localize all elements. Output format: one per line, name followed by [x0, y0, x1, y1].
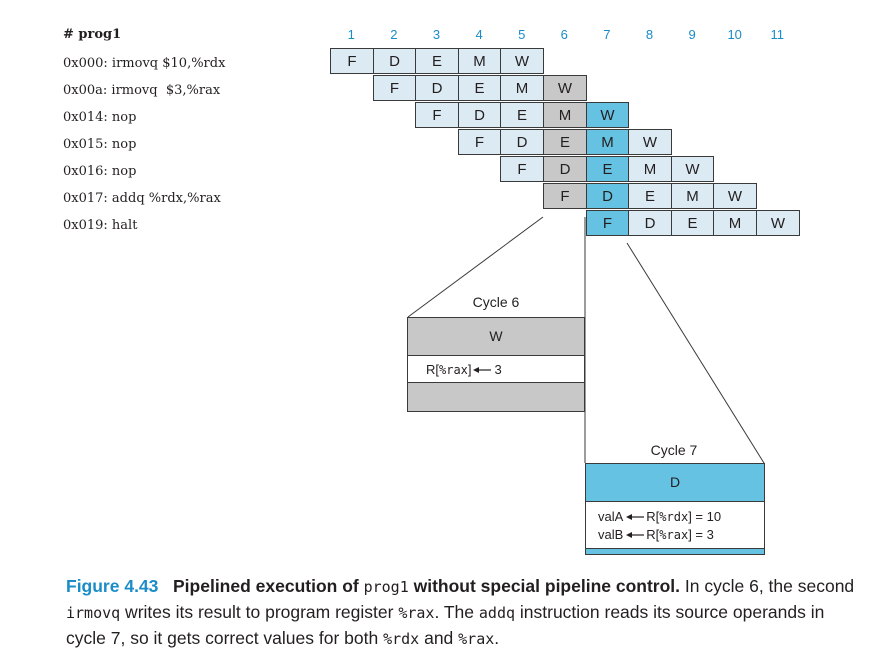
cycle-number: 11 [770, 27, 785, 42]
stage-cell: M [671, 183, 714, 209]
valb-label: valB [598, 527, 624, 543]
stage-cell: E [543, 129, 587, 155]
stage-cell: M [713, 210, 757, 236]
code-line: 0x017: addq %rdx,%rax [63, 191, 221, 206]
caption-bold-post: without special pipeline control. [408, 576, 681, 596]
cycle-number: 4 [475, 27, 483, 42]
figure-caption: Figure 4.43 Pipelined execution of prog1… [66, 574, 856, 652]
stage-cell: D [543, 156, 587, 182]
cycle-number: 9 [688, 27, 696, 42]
caption-bold-pre: Pipelined execution of [173, 576, 364, 596]
stage-cell: E [671, 210, 714, 236]
left-arrow-icon [472, 357, 491, 385]
cycle7-valb-line: valB R[%rax] = 3 [598, 526, 764, 544]
caption-text: In cycle 6, the second [680, 576, 855, 596]
cycle-number: 2 [390, 27, 398, 42]
stage-cell: E [415, 48, 459, 74]
cycle6-reg-post: ] [467, 362, 472, 377]
left-arrow-icon [626, 527, 645, 544]
code-line: 0x00a: irmovq $3,%rax [63, 83, 221, 98]
stage-cell: W [756, 210, 800, 236]
stage-cell: M [586, 129, 629, 155]
code-line: 0x014: nop [63, 110, 137, 125]
stage-cell: W [628, 129, 672, 155]
cycle6-reg-value: 3 [494, 362, 502, 377]
cycle-number: 8 [645, 27, 654, 42]
cycle7-title: Cycle 7 [650, 442, 698, 458]
stage-cell: E [500, 102, 544, 128]
stage-cell: W [671, 156, 714, 182]
caption-text: . The [434, 602, 479, 622]
stage-cell: M [543, 102, 587, 128]
stage-cell: D [628, 210, 672, 236]
stage-cell: E [458, 75, 501, 101]
stage-cell: F [458, 129, 501, 155]
valb-reg-post: ] = 3 [688, 527, 714, 543]
caption-text: . [494, 628, 500, 648]
code-line: 0x015: nop [63, 137, 137, 152]
cycle6-stage: W [489, 328, 503, 344]
caption-text: writes its result to program register [120, 602, 399, 622]
cycle-number: 5 [518, 27, 526, 42]
figure-number: Figure 4.43 [66, 576, 159, 596]
cycle6-panel: W R[%rax] 3 [407, 317, 585, 412]
stage-cell: E [628, 183, 672, 209]
stage-cell: F [500, 156, 544, 182]
cycle-number: 1 [347, 27, 355, 42]
cycle6-reg-code: %rax [439, 363, 468, 377]
program-title: # prog1 [63, 27, 122, 42]
caption-text: and [419, 628, 459, 648]
code-line: 0x000: irmovq $10,%rdx [63, 56, 226, 71]
cycle-number: 3 [432, 27, 441, 42]
cycle6-title: Cycle 6 [472, 294, 520, 310]
caption-text: instruction reads its source operands in… [66, 602, 825, 648]
cycle7-stage: D [669, 474, 681, 490]
stage-cell: W [586, 102, 629, 128]
cycle6-register-write: R[%rax] 3 [408, 355, 584, 383]
vala-reg-post: ] = 10 [688, 509, 722, 524]
vala-reg-pre: R[ [646, 509, 660, 524]
valb-reg-pre: R[ [646, 527, 660, 543]
stage-cell: W [543, 75, 587, 101]
stage-cell: W [500, 48, 544, 74]
left-arrow-icon [626, 509, 645, 526]
caption-code: addq [478, 604, 516, 622]
cycle6-reg-pre: R[ [426, 362, 439, 377]
vala-reg-code: %rdx [659, 510, 689, 524]
code-line: 0x019: halt [63, 218, 138, 233]
caption-code: %rax [398, 604, 435, 622]
vala-label: valA [598, 509, 624, 524]
caption-code: irmovq [66, 604, 121, 622]
caption-code: %rdx [383, 630, 420, 648]
stage-cell: D [373, 48, 416, 74]
cycle-number: 10 [727, 27, 742, 42]
stage-cell: F [330, 48, 374, 74]
cycle-number: 7 [603, 27, 611, 42]
stage-cell: M [500, 75, 544, 101]
stage-cell: D [500, 129, 544, 155]
stage-cell: D [586, 183, 629, 209]
stage-cell: D [458, 102, 501, 128]
stage-cell: M [458, 48, 501, 74]
stage-cell: F [586, 210, 629, 236]
stage-cell: E [586, 156, 629, 182]
cycle-number: 6 [560, 27, 568, 42]
stage-cell: D [415, 75, 459, 101]
stage-cell: F [373, 75, 416, 101]
valb-reg-code: %rax [659, 528, 689, 543]
stage-cell: F [543, 183, 587, 209]
cycle7-vala-line: valA R[%rdx] = 10 [598, 508, 764, 526]
caption-code: %rax [458, 630, 495, 648]
code-line: 0x016: nop [63, 164, 137, 179]
stage-cell: F [415, 102, 459, 128]
stage-cell: W [713, 183, 757, 209]
caption-bold-code: prog1 [363, 578, 409, 596]
stage-cell: M [628, 156, 672, 182]
